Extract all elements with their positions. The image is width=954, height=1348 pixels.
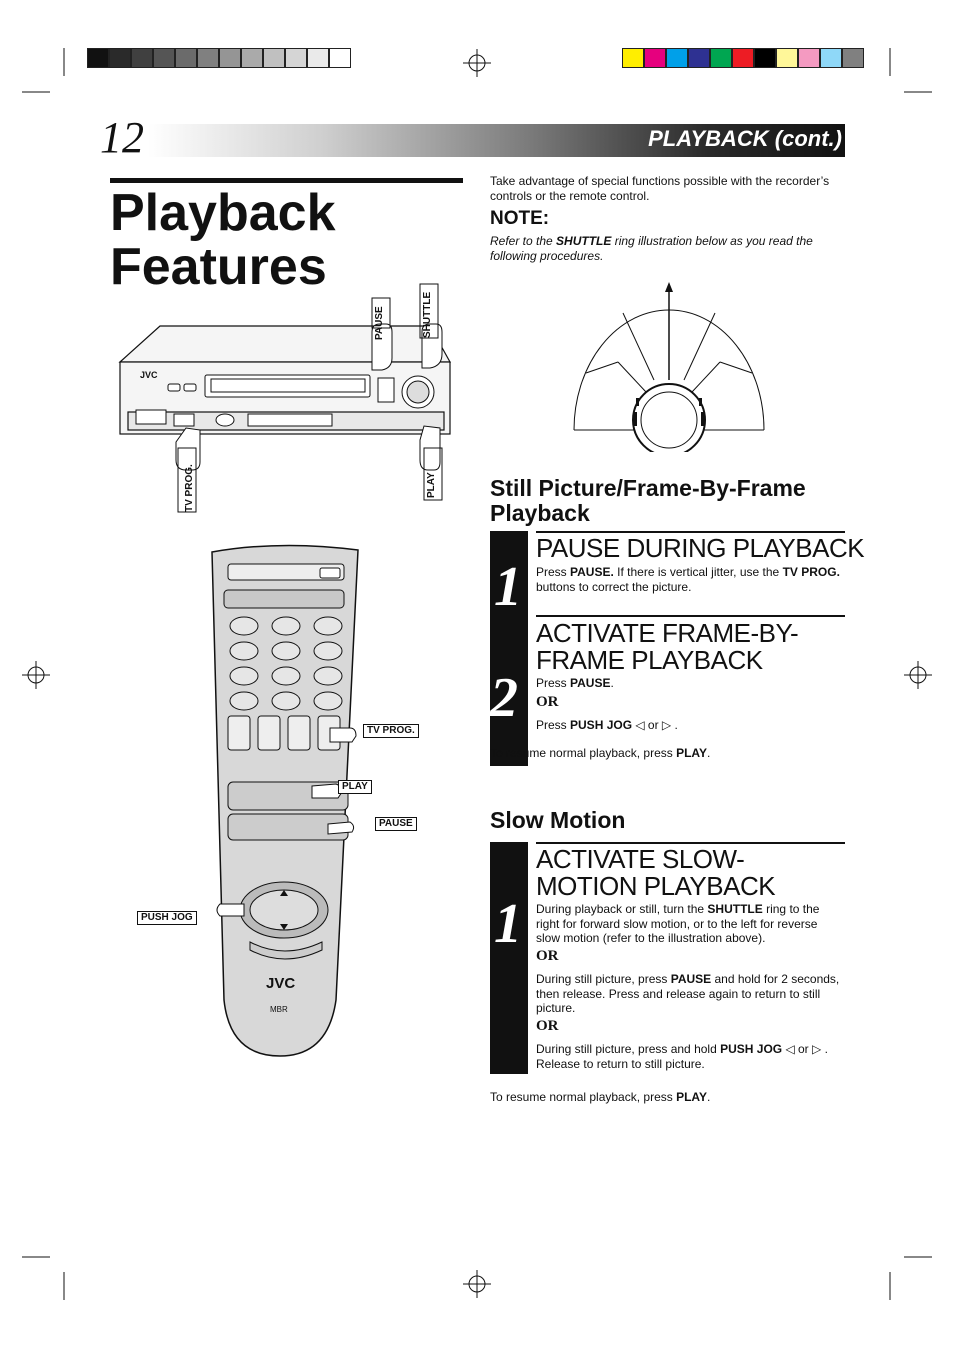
remote-label-pause: PAUSE — [375, 817, 417, 831]
color-swatch — [710, 48, 732, 68]
note-heading: NOTE: — [490, 208, 550, 229]
remote-keypad-button — [229, 641, 259, 661]
color-swatch — [644, 48, 666, 68]
section-header: PLAYBACK (cont.) — [648, 126, 842, 151]
vcr-label-shuttle: SHUTTLE — [422, 291, 433, 338]
slow-step1-text-c: During still picture, press and hold PUS… — [536, 1042, 828, 1071]
gray-swatch — [131, 48, 153, 68]
title-line-1: Playback — [110, 184, 336, 242]
gray-swatch — [153, 48, 175, 68]
page-title: Playback Features — [110, 186, 336, 294]
gray-swatch — [87, 48, 109, 68]
still-step1-number: 1 — [494, 556, 522, 618]
remote-keypad-button — [313, 691, 343, 711]
slow-step1-title: ACTIVATE SLOW-MOTION PLAYBACK — [536, 844, 776, 901]
color-swatch — [842, 48, 864, 68]
remote-label-push-jog: PUSH JOG — [137, 911, 197, 925]
still-step2-number: 2 — [490, 667, 518, 729]
gray-swatch — [329, 48, 351, 68]
remote-keypad-button — [229, 691, 259, 711]
still-step2-text-2: Press PUSH JOG ◁ or ▷ . — [536, 718, 678, 732]
remote-keypad-button — [313, 666, 343, 686]
gray-swatch — [109, 48, 131, 68]
gray-swatch — [307, 48, 329, 68]
color-swatch — [622, 48, 644, 68]
still-step1-text: Press PAUSE. If there is vertical jitter… — [536, 565, 840, 594]
slow-step1-text-a: During playback or still, turn the SHUTT… — [536, 902, 820, 945]
gray-swatch — [219, 48, 241, 68]
remote-brand: JVC — [266, 975, 295, 992]
gray-swatch — [285, 48, 307, 68]
vcr-label-play: PLAY — [426, 472, 437, 498]
still-resume-text: To resume normal playback, press PLAY. — [490, 746, 711, 760]
still-step2-title: ACTIVATE FRAME-BY-FRAME PLAYBACK — [536, 618, 799, 675]
slow-step1-rule — [536, 842, 845, 844]
color-swatch — [754, 48, 776, 68]
slow-resume-text: To resume normal playback, press PLAY. — [490, 1090, 711, 1104]
remote-keypad-button — [271, 616, 301, 636]
remote-keypad-button — [271, 666, 301, 686]
still-step1-title: PAUSE DURING PLAYBACK — [536, 533, 865, 563]
color-swatch — [820, 48, 842, 68]
title-line-2: Features — [110, 238, 327, 296]
remote-keypad-button — [229, 616, 259, 636]
slow-step1-text-b: During still picture, press PAUSE and ho… — [536, 972, 840, 1015]
color-swatch — [776, 48, 798, 68]
color-swatch — [732, 48, 754, 68]
note-text: Refer to the SHUTTLE ring illustration b… — [490, 234, 813, 263]
remote-keypad-button — [271, 641, 301, 661]
still-heading: Still Picture/Frame-By-Frame Playback — [490, 475, 806, 526]
vcr-label-tv-prog: TV PROG. — [184, 464, 195, 512]
vcr-illustration: JVC — [118, 283, 452, 513]
color-swatch — [688, 48, 710, 68]
remote-keypad-button — [313, 641, 343, 661]
remote-control-illustration: JVC MBR — [211, 544, 359, 1057]
gray-swatch — [241, 48, 263, 68]
still-step-bar — [490, 531, 528, 766]
remote-label-tv-prog: TV PROG. — [363, 724, 419, 738]
slow-step1-or-1: OR — [536, 948, 559, 964]
still-step2-rule — [536, 615, 845, 617]
title-rule — [110, 178, 463, 183]
color-swatch — [798, 48, 820, 68]
page-number: 12 — [100, 113, 144, 162]
remote-badge: MBR — [270, 1005, 288, 1014]
color-swatch — [666, 48, 688, 68]
remote-keypad-button — [229, 666, 259, 686]
vcr-label-pause: PAUSE — [374, 306, 385, 340]
vcr-brand: JVC — [140, 370, 158, 380]
remote-keypad-button — [271, 691, 301, 711]
slow-step-bar — [490, 842, 528, 1074]
slow-step1-number: 1 — [494, 893, 522, 955]
gray-swatch — [197, 48, 219, 68]
remote-label-play: PLAY — [338, 780, 372, 794]
still-step1-rule — [536, 531, 845, 533]
still-step2-text-1: Press PAUSE. — [536, 676, 614, 690]
slow-step1-or-2: OR — [536, 1018, 559, 1034]
remote-keypad-button — [313, 616, 343, 636]
gray-swatch — [175, 48, 197, 68]
header-gradient-bar — [148, 124, 845, 157]
slow-heading: Slow Motion — [490, 807, 626, 833]
intro-text: Take advantage of special functions poss… — [490, 174, 830, 203]
still-step2-or: OR — [536, 694, 559, 710]
gray-swatch — [263, 48, 285, 68]
shuttle-ring-illustration — [573, 282, 765, 452]
